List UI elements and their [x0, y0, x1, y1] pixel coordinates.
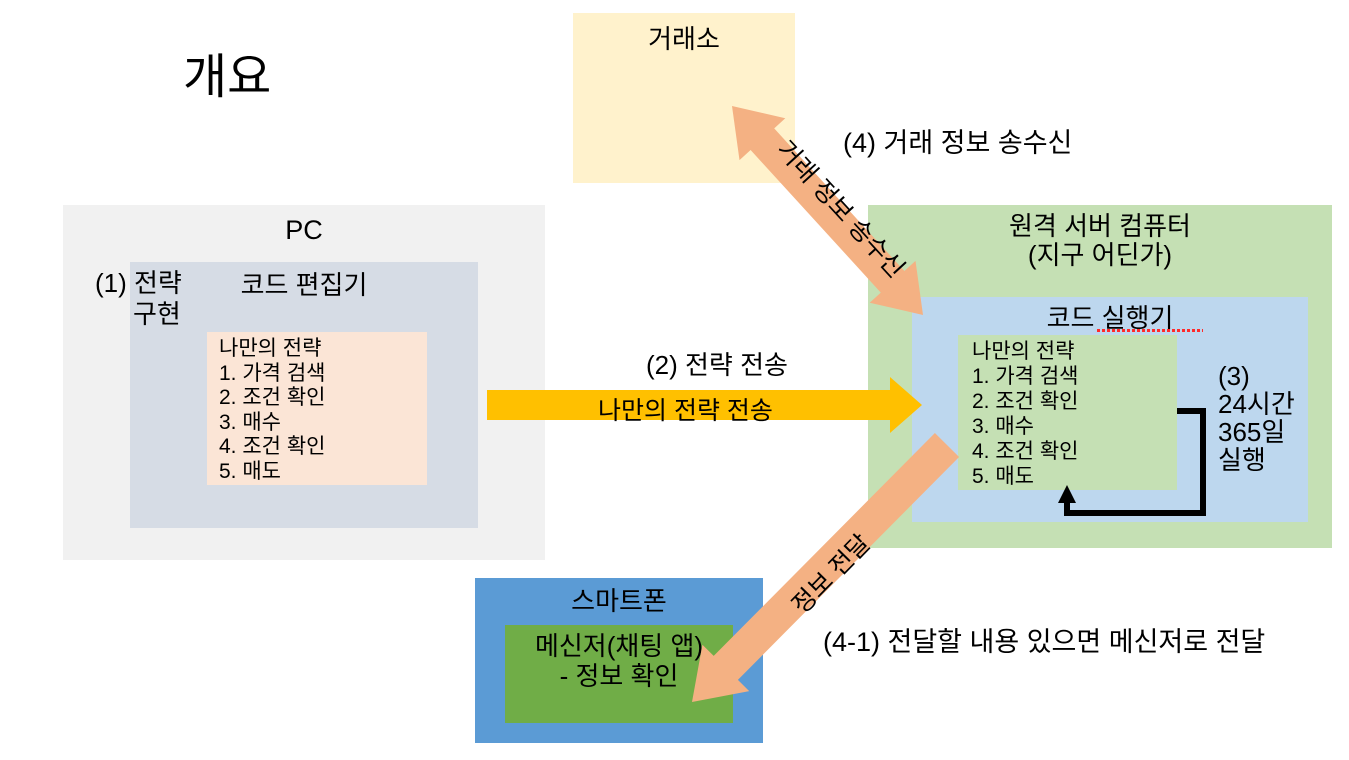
send-arrow-text: 나만의 전략 전송	[598, 397, 773, 425]
remote-server-title-line2: (지구 어딘가)	[1027, 240, 1173, 270]
runner-strategy-line: 나만의 전략	[972, 340, 1075, 363]
pc-strategy-line: 1. 가격 검색	[219, 361, 326, 385]
messenger-box: 메신저(채팅 앱) - 정보 확인	[505, 625, 733, 723]
code-runner-title: 코드 실행기	[1046, 303, 1174, 333]
run-note-label: (3) 24시간 365일 실행	[1218, 362, 1295, 474]
run-note-line: 24시간	[1218, 389, 1295, 419]
pc-strategy-line: 4. 조건 확인	[219, 435, 326, 458]
page-title: 개요	[183, 51, 272, 104]
step1-label-line1: (1) 전략	[95, 268, 182, 298]
pc-strategy-box: 나만의 전략 1. 가격 검색 2. 조건 확인 3. 매수 4. 조건 확인 …	[207, 332, 427, 485]
spellcheck-underline	[1097, 329, 1203, 332]
notify-rotated-text: 정보 전달	[786, 529, 877, 620]
runner-strategy-line: 4. 조건 확인	[972, 440, 1079, 463]
trade-info-label: (4) 거래 정보 송수신	[843, 128, 1073, 158]
runner-strategy-line: 3. 매수	[972, 415, 1034, 438]
pc-strategy-line: 2. 조건 확인	[219, 386, 326, 409]
runner-strategy-line: 2. 조건 확인	[972, 390, 1079, 413]
runner-strategy-line: 5. 매도	[972, 465, 1034, 488]
run-note-line: (3)	[1218, 361, 1250, 391]
code-editor-title: 코드 편집기	[240, 270, 368, 300]
exchange-box: 거래소	[573, 13, 795, 183]
runner-strategy-box: 나만의 전략 1. 가격 검색 2. 조건 확인 3. 매수 4. 조건 확인 …	[958, 335, 1177, 490]
remote-server-title-line1: 원격 서버 컴퓨터	[1009, 211, 1191, 241]
messenger-line1: 메신저(채팅 앱)	[534, 631, 704, 661]
step1-strategy-label: (1) 전략 구현	[95, 268, 182, 330]
run-note-line: 실행	[1218, 445, 1266, 475]
run-note-line: 365일	[1218, 417, 1286, 447]
messenger-line2: - 정보 확인	[559, 661, 679, 691]
step2-label: (2) 전략 전송	[646, 350, 788, 380]
notify-label: (4-1) 전달할 내용 있으면 메신저로 전달	[823, 627, 1266, 657]
exchange-title: 거래소	[648, 24, 720, 54]
pc-strategy-line: 나만의 전략	[219, 337, 322, 360]
runner-strategy-line: 1. 가격 검색	[972, 365, 1079, 388]
remote-server-title: 원격 서버 컴퓨터 (지구 어딘가)	[868, 205, 1332, 270]
pc-strategy-line: 5. 매도	[219, 459, 281, 483]
step1-label-line2: 구현	[133, 299, 181, 329]
smartphone-title: 스마트폰	[571, 586, 667, 616]
pc-strategy-line: 3. 매수	[219, 410, 281, 434]
pc-title: PC	[285, 215, 323, 245]
